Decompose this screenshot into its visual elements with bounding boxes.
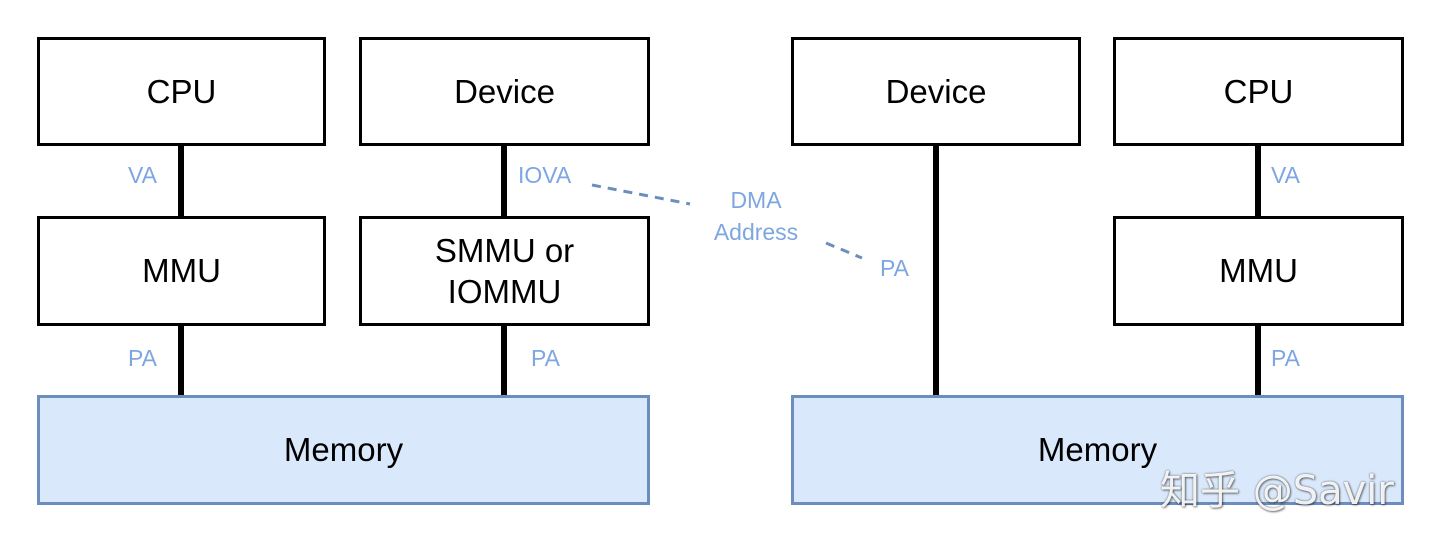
left-device-to-smmu-wire	[501, 146, 507, 216]
dma-label-line1: DMA	[730, 187, 782, 213]
right-device-label: Device	[885, 72, 987, 110]
dma-dash-segment-upper	[591, 183, 691, 206]
dma-label-line2: Address	[713, 219, 799, 245]
smmu-label-line1: SMMU or	[434, 231, 575, 269]
right-memory-label: Memory	[1037, 431, 1158, 469]
left-mmu-to-memory-wire	[178, 326, 184, 395]
dma-dash-segment-lower	[825, 241, 863, 260]
left-device-label: Device	[454, 72, 555, 110]
right-mmu-box: MMU	[1113, 216, 1404, 326]
left-memory-box: Memory	[37, 395, 650, 505]
right-device-pa-label: PA	[880, 255, 909, 281]
right-va-label: VA	[1271, 162, 1300, 188]
right-cpu-pa-label: PA	[1271, 345, 1300, 371]
left-smmu-to-memory-wire	[501, 326, 507, 395]
iova-label: IOVA	[518, 162, 572, 188]
right-mmu-label: MMU	[1219, 252, 1298, 290]
zhihu-watermark: 知乎 @Savir	[1160, 468, 1394, 514]
left-cpu-pa-label: PA	[128, 345, 157, 371]
left-cpu-label: CPU	[146, 72, 217, 110]
smmu-label-line2: IOMMU	[447, 273, 562, 310]
dma-address-label: DMA Address	[700, 184, 812, 248]
smmu-box: SMMU or IOMMU	[359, 216, 650, 326]
left-mmu-box: MMU	[37, 216, 326, 326]
left-device-box: Device	[359, 37, 650, 146]
left-va-label: VA	[128, 162, 157, 188]
left-cpu-box: CPU	[37, 37, 326, 146]
right-device-to-memory-wire	[933, 146, 939, 395]
left-device-pa-label: PA	[531, 345, 560, 371]
right-mmu-to-memory-wire	[1255, 326, 1261, 395]
left-memory-label: Memory	[283, 431, 404, 469]
right-memory-box: Memory	[791, 395, 1404, 505]
right-cpu-to-mmu-wire	[1255, 146, 1261, 216]
right-cpu-label: CPU	[1223, 72, 1294, 110]
left-cpu-to-mmu-wire	[178, 146, 184, 216]
right-cpu-box: CPU	[1113, 37, 1404, 146]
right-device-box: Device	[791, 37, 1081, 146]
left-mmu-label: MMU	[142, 252, 221, 290]
